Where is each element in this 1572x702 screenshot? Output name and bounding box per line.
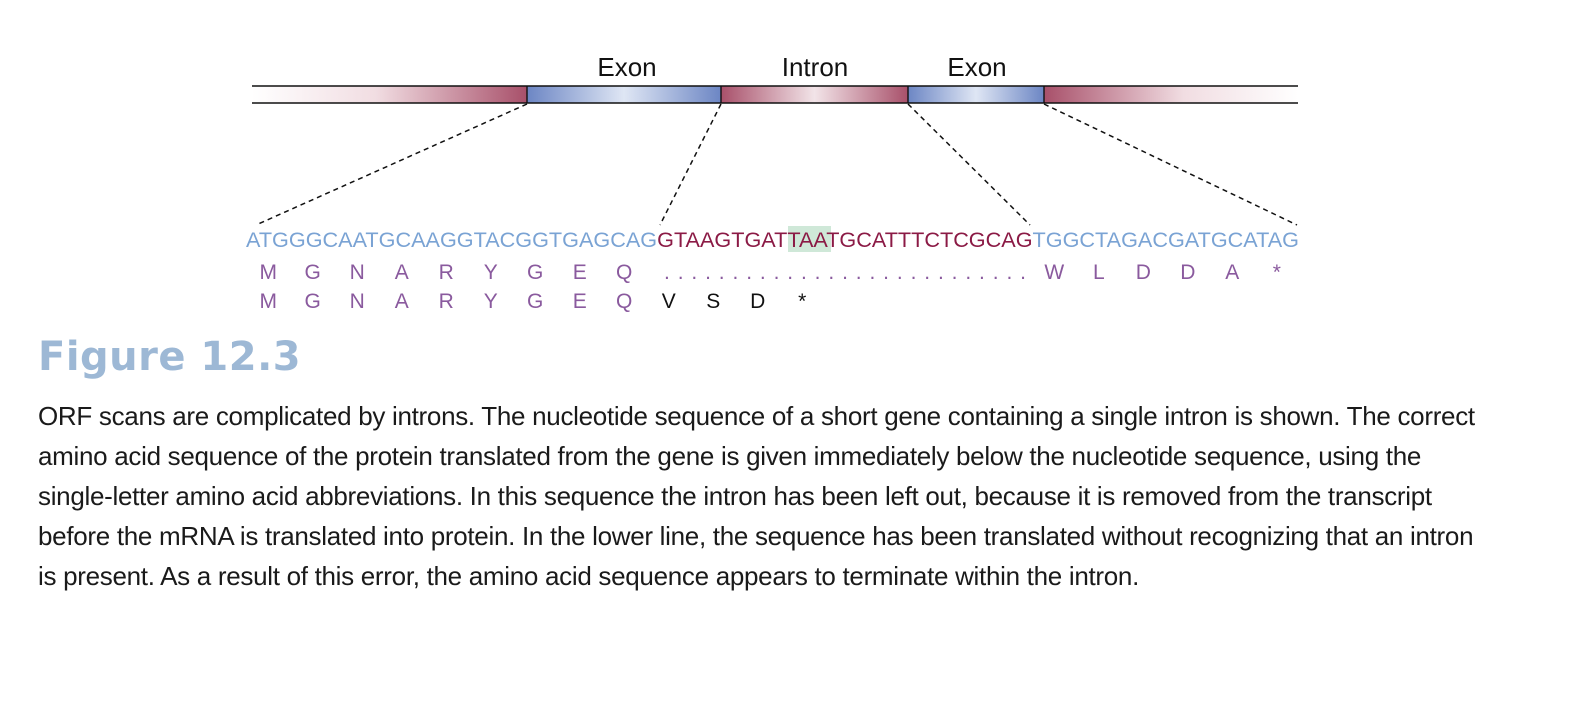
downstream-flank [1044, 86, 1298, 103]
amino-acid: Y [484, 261, 498, 284]
misread-amino-acid: * [798, 290, 806, 313]
exon-2-sequence: TGGCTAGACGATGCATAG [1033, 229, 1299, 252]
amino-acid: G [527, 261, 543, 284]
intron-sequence-end: TGCATTTCTCGCAG [826, 229, 1032, 252]
exon-1-band [527, 86, 721, 103]
amino-acid: G [527, 290, 543, 313]
exon-1-label: Exon [597, 52, 656, 82]
uncorrected-translation-row: M G N A R Y G E Q V S D * [259, 290, 806, 313]
stop-codon-highlight [788, 226, 831, 252]
stop-codon-in-intron: TAA [787, 229, 827, 252]
amino-acid: L [1093, 261, 1105, 284]
misread-amino-acid: S [706, 290, 720, 313]
amino-acid: Y [484, 290, 498, 313]
amino-acid: A [395, 290, 409, 313]
amino-acid: R [439, 290, 454, 313]
exon-2-band [908, 86, 1044, 103]
amino-acid: A [395, 261, 409, 284]
amino-acid: Q [616, 261, 632, 284]
figure-label: Figure 12.3 [38, 334, 302, 380]
connector-line [1043, 103, 1298, 226]
amino-acid: D [1180, 261, 1195, 284]
amino-acid: R [439, 261, 454, 284]
misread-amino-acid: D [750, 290, 765, 313]
amino-acid: * [1273, 261, 1281, 284]
upstream-flank [252, 86, 527, 103]
amino-acid: E [573, 261, 587, 284]
amino-acid: M [259, 261, 277, 284]
figure-caption: ORF scans are complicated by introns. Th… [38, 401, 1475, 591]
amino-acid: G [305, 261, 321, 284]
amino-acid: E [573, 290, 587, 313]
connector-line [659, 103, 722, 226]
connector-line [255, 103, 528, 226]
amino-acid: M [259, 290, 277, 313]
amino-acid: A [1225, 261, 1239, 284]
gene-structure-figure: Exon Intron Exon ATGGGCAATGCAAGGTACGGTGA… [246, 52, 1299, 313]
correct-translation-row: M G N A R Y G E Q W L D D A * [259, 261, 1280, 284]
gene-map [252, 85, 1298, 104]
exon-1-sequence: ATGGGCAATGCAAGGTACGGTGAGCAG [246, 229, 657, 252]
zoom-connectors [255, 103, 1298, 226]
amino-acid: D [1136, 261, 1151, 284]
misread-amino-acid: V [662, 290, 676, 313]
amino-acid: W [1044, 261, 1064, 284]
amino-acid: Q [616, 290, 632, 313]
intron-label: Intron [782, 52, 849, 82]
exon-2-label: Exon [947, 52, 1006, 82]
intron-sequence-start: GTAAGTGAT [657, 229, 787, 252]
intron-band [721, 86, 908, 103]
connector-line [907, 103, 1031, 226]
amino-acid: N [350, 290, 365, 313]
amino-acid: G [305, 290, 321, 313]
amino-acid: N [350, 261, 365, 284]
intron-gap-dots: ........................... [664, 261, 1026, 284]
